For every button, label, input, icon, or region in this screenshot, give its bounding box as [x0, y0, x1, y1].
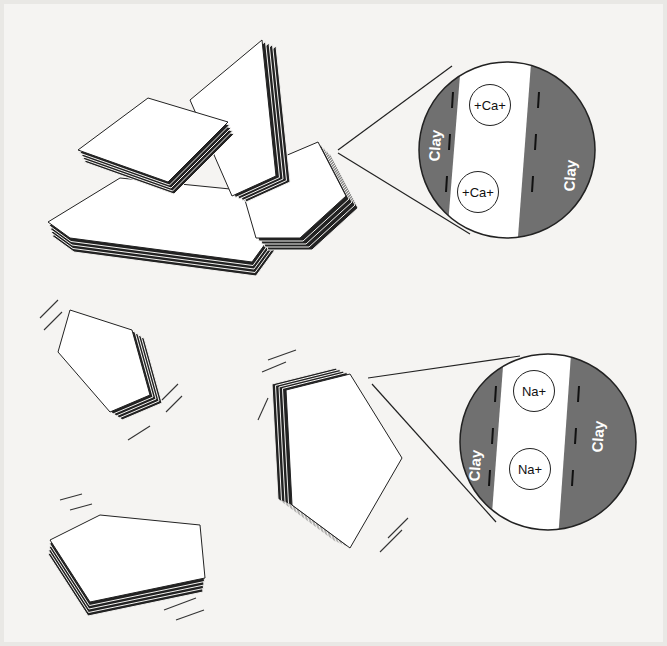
platelet-face: [286, 374, 402, 548]
motion-line: [176, 610, 204, 620]
cation-circle: +Ca+: [469, 84, 511, 126]
charge-dash: [452, 92, 453, 108]
motion-line: [70, 504, 92, 510]
charge-dash: [495, 386, 496, 402]
motion-lines: [40, 300, 408, 620]
ion-label: +Ca+: [474, 98, 506, 113]
magnifier-content: [400, 50, 620, 250]
motion-line: [44, 312, 62, 330]
clay-platelet: [78, 98, 234, 194]
magnifier-circle: [460, 354, 636, 530]
charge-dash: [492, 428, 493, 444]
charge-dash: [572, 470, 573, 486]
charge-dash: [578, 386, 579, 402]
clay-platelet: [272, 368, 402, 548]
charge-dash: [446, 176, 447, 192]
clay-label: Clay: [425, 129, 444, 162]
charge-dash: [535, 134, 536, 150]
cation-circle: +Ca+: [457, 171, 499, 213]
motion-line: [40, 300, 58, 318]
motion-line: [164, 598, 196, 610]
page-frame: Clay+Ca++Ca+ClayClayNa+Na+Clay: [4, 4, 663, 642]
platelet-face: [58, 310, 150, 412]
clay-layer: [517, 50, 620, 250]
clay-layer-label: Clay: [421, 95, 449, 195]
charge-dash: [449, 134, 450, 150]
charge-dash: [575, 428, 576, 444]
magnifier-content: [450, 340, 650, 540]
clay-layer-label: Clay: [578, 388, 618, 484]
ion-label: +Ca+: [462, 185, 494, 200]
ion-label: Na+: [522, 384, 546, 399]
motion-line: [162, 384, 178, 400]
motion-line: [388, 518, 408, 538]
motion-line: [128, 426, 150, 440]
clay-label: Clay: [588, 420, 607, 453]
charge-dash: [532, 176, 533, 192]
clay-layer-label: Clay: [550, 125, 590, 225]
motion-line: [268, 350, 296, 360]
motion-line: [380, 530, 402, 552]
clay-platelet: [48, 515, 205, 616]
motion-line: [258, 398, 268, 420]
motion-line: [262, 362, 286, 372]
cation-circle: Na+: [513, 370, 555, 412]
charge-dash: [538, 92, 539, 108]
clay-platelet: [58, 310, 162, 420]
platelet-face: [78, 98, 228, 182]
charge-dash: [489, 470, 490, 486]
motion-line: [60, 494, 82, 500]
clay-label: Clay: [465, 449, 484, 482]
ion-label: Na+: [518, 462, 542, 477]
clay-label: Clay: [560, 159, 579, 192]
motion-line: [166, 396, 182, 412]
clay-layer-label: Clay: [462, 420, 488, 510]
magnifier-circle: [419, 62, 595, 238]
platelet-face: [50, 515, 205, 602]
clay-illustration: [4, 4, 663, 642]
cation-circle: Na+: [509, 448, 551, 490]
